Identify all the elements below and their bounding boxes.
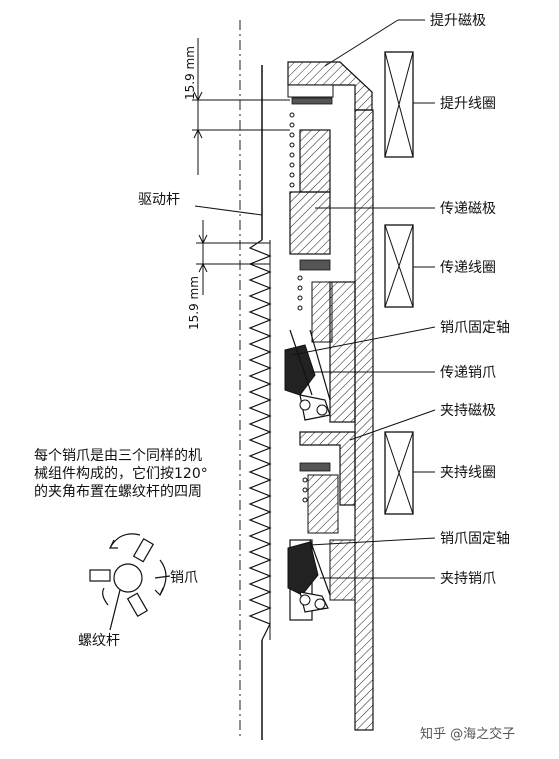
transfer-pole-block	[289, 129, 356, 423]
label-transfer-coil: 传递线圈	[440, 260, 496, 276]
hold-latch-mechanism	[287, 539, 356, 621]
label-transfer-pole: 传递磁极	[440, 201, 496, 217]
label-lift-pole: 提升磁极	[430, 13, 486, 29]
watermark: 知乎 @海之交子	[420, 726, 515, 742]
dim-mid-label: 15.9 mm	[187, 276, 201, 330]
note-line-2: 械组件构成的，它们按120°	[34, 465, 208, 482]
spring-3	[302, 477, 308, 503]
transfer-latch-mechanism	[284, 329, 331, 421]
label-latch-axis-1: 销爪固定轴	[440, 320, 510, 336]
hold-pole-block	[299, 431, 356, 534]
drive-rod	[248, 65, 272, 740]
label-hold-pole: 夹持磁极	[440, 403, 496, 419]
label-hold-latch: 夹持销爪	[440, 571, 496, 587]
leader-lines	[194, 19, 436, 579]
note-line-1: 每个销爪是由三个同样的机	[34, 448, 202, 464]
dim-top-label: 15.9 mm	[183, 46, 197, 100]
label-latch-small: 销爪	[170, 570, 198, 586]
lift-coil	[384, 51, 414, 158]
spring-2	[297, 275, 303, 311]
label-latch-axis-2: 销爪固定轴	[440, 531, 510, 547]
dimension-mid	[196, 220, 270, 295]
label-drive-rod: 驱动杆	[138, 192, 180, 208]
label-lift-coil: 提升线圈	[440, 96, 496, 112]
dimension-top	[192, 38, 290, 175]
cross-section	[89, 533, 171, 631]
hold-coil	[384, 431, 414, 515]
transfer-coil	[384, 224, 414, 308]
label-hold-coil: 夹持线圈	[440, 465, 496, 481]
housing-wall	[354, 109, 374, 731]
lift-pole-block	[287, 61, 373, 111]
spring	[289, 112, 295, 188]
note-line-3: 的夹角布置在螺纹杆的四周	[34, 484, 202, 500]
label-transfer-latch: 传递销爪	[440, 365, 496, 381]
label-screw-rod: 螺纹杆	[78, 633, 120, 649]
